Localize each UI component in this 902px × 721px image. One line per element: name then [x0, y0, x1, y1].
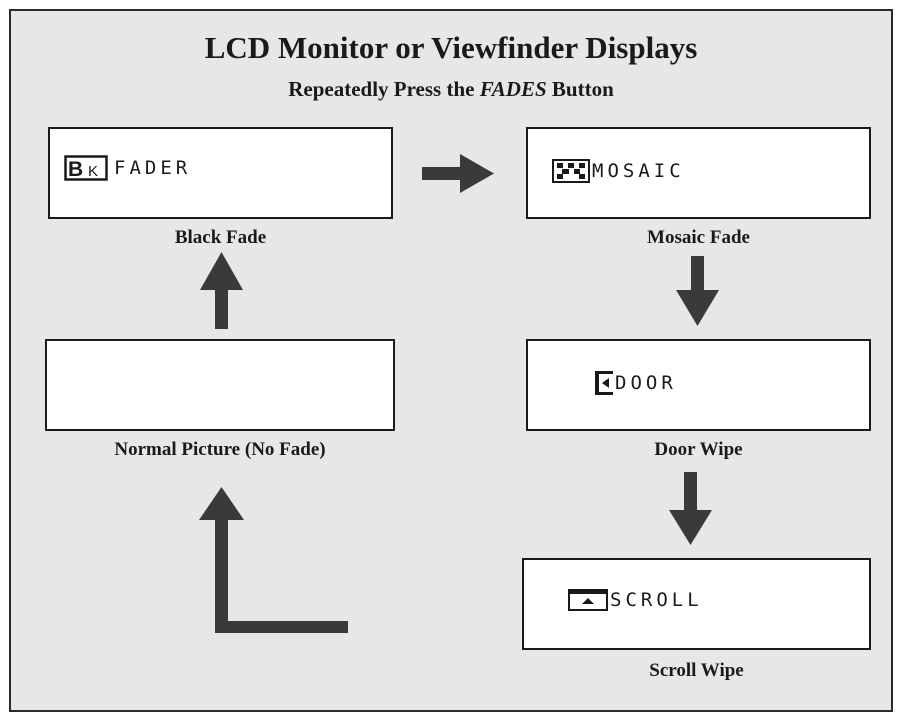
- subtitle-suffix: Button: [546, 77, 614, 101]
- normal-picture-screen: [45, 339, 395, 431]
- scroll-wipe-caption: Scroll Wipe: [649, 660, 744, 681]
- bk-icon-letter-k: K: [88, 163, 102, 180]
- arrow-right-icon: [422, 154, 494, 193]
- black-fade-caption: Black Fade: [174, 227, 267, 248]
- mosaic-icon: [552, 159, 590, 183]
- fades-button-name: FADES: [479, 77, 547, 101]
- black-fade-osd: B K FADER: [64, 155, 191, 181]
- door-wipe-osd-text: DOOR: [615, 372, 677, 394]
- return-arrow-icon: [199, 487, 348, 633]
- diagram-title: LCD Monitor or Viewfinder Displays: [204, 30, 698, 65]
- door-wipe-caption: Door Wipe: [654, 439, 743, 460]
- mosaic-fade-osd: MOSAIC: [552, 159, 685, 183]
- bk-icon-letter-b: B: [68, 158, 87, 181]
- scroll-wipe-osd: SCROLL: [568, 589, 703, 611]
- door-wipe-screen: [526, 339, 871, 431]
- arrow-down-icon: [669, 472, 712, 545]
- black-fade-bk-icon: B K: [64, 155, 108, 181]
- diagram-subtitle: Repeatedly Press the FADES Button: [0, 77, 902, 102]
- arrow-down-icon: [676, 256, 719, 326]
- mosaic-fade-caption: Mosaic Fade: [647, 227, 750, 248]
- scroll-wipe-osd-text: SCROLL: [610, 589, 703, 611]
- black-fade-osd-text: FADER: [114, 157, 192, 179]
- scroll-icon: [568, 589, 608, 611]
- subtitle-prefix: Repeatedly Press the: [288, 77, 480, 101]
- mosaic-fade-osd-text: MOSAIC: [592, 160, 685, 182]
- normal-picture-caption: Normal Picture (No Fade): [114, 439, 326, 460]
- arrow-up-icon: [200, 252, 243, 329]
- door-icon: [595, 371, 613, 395]
- door-wipe-osd: DOOR: [595, 371, 677, 395]
